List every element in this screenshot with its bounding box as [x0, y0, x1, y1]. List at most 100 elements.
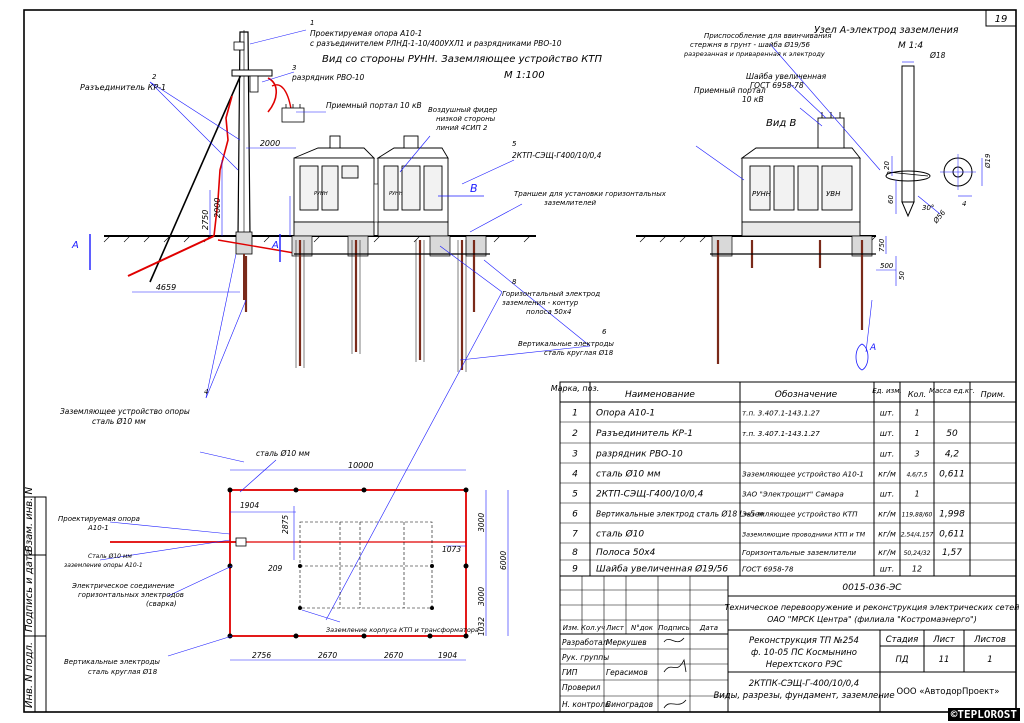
tb-org-2: ОАО "МРСК Центра" (филиала "Костромаэнер…: [767, 615, 977, 624]
side-label-replace: Взам. инв. N: [24, 487, 35, 552]
node-a-dim-4: 4: [962, 200, 966, 208]
plan-dim-1904-bot: 1904: [438, 651, 457, 660]
spec-cell-mass: 1,998: [939, 510, 965, 520]
view-b-title: Вид В: [766, 118, 796, 129]
plan-dim-2670-b: 2670: [384, 651, 403, 660]
note-pole-1: Проектируемая опора А10-1: [310, 29, 422, 38]
view-b: РУНН УВН А 750 500 50 Приспособление: [636, 32, 906, 371]
tb-role-role: Разработал: [562, 638, 608, 647]
spec-cell-pos: 1: [572, 409, 578, 419]
spec-cell-unit: кг/м: [878, 530, 896, 539]
watermark: ©TEPLOROST: [947, 708, 1020, 721]
note-fixture-2: стержня в грунт - шайба Ø19/56: [690, 41, 811, 49]
mark-2: 2: [152, 73, 157, 81]
spec-cell-name: сталь Ø10 мм: [596, 469, 661, 480]
spec-cell-pos: 9: [572, 565, 578, 575]
plan-housing: Заземление корпуса КТП и трансформатора: [326, 626, 479, 634]
spec-cell-unit: кг/м: [878, 470, 896, 479]
plan-steel2-label: Сталь Ø10 мм: [88, 553, 132, 560]
spec-cell-mass: 4,2: [945, 450, 960, 460]
spec-cell-name: Разъединитель КР-1: [596, 429, 693, 439]
tb-sheet-no: 11: [939, 655, 950, 665]
sheet-number-box: [985, 9, 1017, 27]
spec-cell-pos: 6: [572, 510, 578, 520]
plan-pole-label-2: А10-1: [87, 524, 109, 532]
note-ground-pole-1: Заземляющее устройство опоры: [60, 407, 190, 416]
spec-cell-mass: 0,611: [939, 530, 965, 540]
plan-dim-2670-a: 2670: [318, 651, 337, 660]
tb-role-role: Проверил: [562, 683, 601, 692]
vertical-electrodes-main: [244, 240, 476, 370]
note-arrester: разрядник РВО-10: [291, 73, 365, 82]
plan-vert-1: Вертикальные электроды: [64, 658, 160, 666]
plan-dim-3000-bot: 3000: [477, 587, 486, 606]
section-a-left: А: [71, 240, 79, 251]
note-washer-2: ГОСТ 6958-78: [750, 81, 804, 90]
spec-head-note: Прим.: [981, 390, 1006, 399]
tb-col-kol: Кол.уч: [581, 624, 605, 632]
spec-cell-pos: 2: [572, 429, 578, 439]
portal-10kv: [281, 104, 305, 123]
tb-stage: ПД: [895, 655, 908, 665]
spec-cell-code: Заземляющее устройство КТП: [742, 510, 858, 519]
spec-cell-unit: шт.: [880, 409, 895, 418]
tb-drawing-2: Виды, разрезы, фундамент, заземление: [713, 691, 894, 701]
spec-cell-name: разрядник РВО-10: [595, 450, 683, 460]
tb-role-name: Виноградов: [606, 700, 653, 709]
section-a-mid: А: [271, 240, 279, 251]
tb-role-role: Н. контроль: [562, 700, 609, 709]
tb-object-1: Реконструкция ТП №254: [749, 636, 859, 646]
spec-head-pos: Марка, поз.: [551, 384, 600, 393]
main-view: 2000 2750 2000 4659 А А В 1: [60, 19, 667, 621]
note-feeder-2: низкой стороны: [436, 115, 496, 123]
note-trench-1: Траншеи для установки горизонтальных: [514, 190, 667, 198]
spec-cell-qty: 119,88/60: [902, 512, 933, 519]
spec-head-unit: Ед. изм.: [872, 387, 902, 395]
mark-6: 6: [602, 328, 607, 336]
plan-pole-ground: заземление опоры А10-1: [64, 562, 143, 569]
spec-head-qty: Кол.: [908, 390, 926, 399]
spec-cell-qty: 12: [912, 565, 922, 574]
plan-dim-3000-top: 3000: [477, 513, 486, 532]
spec-cell-unit: кг/м: [878, 510, 896, 519]
tb-sheets: 1: [987, 655, 992, 665]
title-block: Изм. Кол.уч Лист N°док Подпись Дата Разр…: [559, 575, 1020, 713]
spec-head-mass: Масса ед.кг.: [929, 387, 975, 395]
spec-cell-unit: шт.: [880, 490, 895, 499]
tb-company: ООО «АвтодорПроект»: [897, 687, 1000, 697]
spec-cell-mass: 50: [946, 429, 958, 439]
plan-vert-2: сталь круглая Ø18: [88, 668, 158, 676]
plan-steel-label: сталь Ø10 мм: [256, 449, 310, 458]
trenches: [291, 235, 487, 257]
pole-a10-1: [127, 30, 301, 300]
spec-cell-pos: 7: [572, 530, 578, 540]
note-feeder-1: Воздушный фидер: [428, 106, 498, 114]
node-a-scale: М 1:4: [898, 41, 923, 51]
mark-8: 8: [512, 278, 517, 286]
plan-dim-1032: 1032: [477, 617, 486, 636]
note-horiz-2: заземления - контур: [502, 299, 579, 307]
node-a-dim-60: 60: [887, 195, 895, 204]
plan-pole-label: Проектируемая опора: [58, 515, 140, 523]
spec-cell-qty: 1: [914, 490, 919, 499]
plan-dim-1904-top: 1904: [240, 501, 259, 510]
plan-dim-10000: 10000: [348, 461, 373, 470]
spec-cell-unit: шт.: [880, 450, 895, 459]
tb-col-izm: Изм.: [563, 624, 579, 632]
spec-cell-name: Шайба увеличенная Ø19/56: [596, 564, 728, 575]
ktp-label-runn: РУНН: [314, 191, 328, 197]
spec-head-code: Обозначение: [775, 390, 838, 400]
ktp-right-block: [376, 135, 449, 237]
view-b-dim-750: 750: [878, 238, 886, 252]
dim-4659: 4659: [156, 283, 176, 292]
tb-sheets-label: Листов: [973, 635, 1006, 645]
spec-cell-name: сталь Ø10: [596, 529, 644, 540]
tb-col-date: Дата: [699, 624, 718, 632]
note-vert-1: Вертикальные электроды: [518, 340, 614, 348]
node-a-dim-20: 20: [883, 161, 891, 170]
tb-org-1: Техническое перевооружение и реконструкц…: [725, 603, 1020, 612]
note-disconnector: Разъединитель КР-1: [80, 83, 166, 92]
plan-dim-2756: 2756: [252, 651, 271, 660]
spec-cell-unit: шт.: [880, 565, 895, 574]
dim-2000-side: 2000: [213, 198, 222, 218]
